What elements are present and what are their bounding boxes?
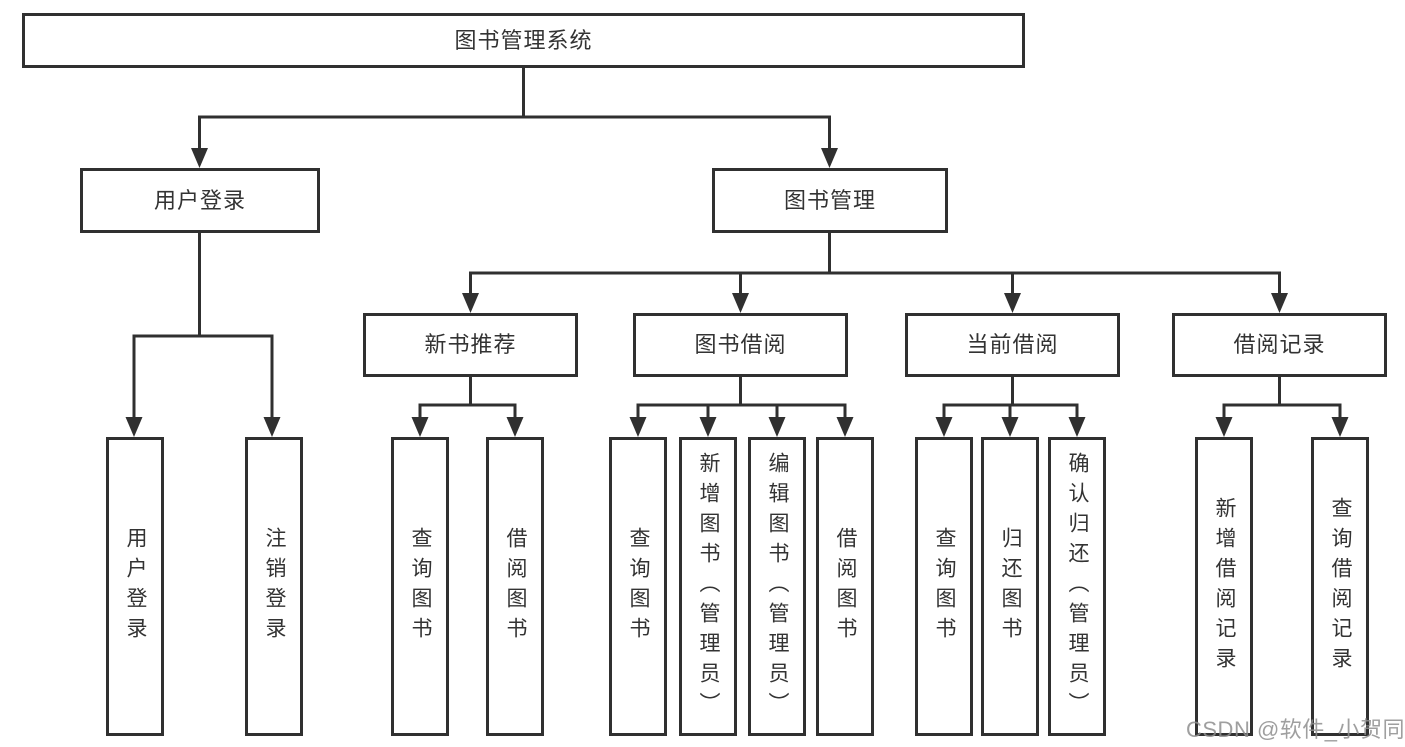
- arrowhead-icon: [629, 417, 647, 437]
- arrowhead-icon: [1004, 293, 1021, 313]
- arrowhead-icon: [935, 417, 953, 437]
- node-book-management: 图书管理: [712, 168, 948, 233]
- leaf-current-confirm-return: 确认归还（管理员）: [1048, 437, 1106, 736]
- leaf-record-query: 查询借阅记录: [1311, 437, 1369, 736]
- arrowhead-icon: [1215, 417, 1233, 437]
- node-new-book-recommend: 新书推荐: [363, 313, 578, 377]
- arrowhead-icon: [699, 417, 717, 437]
- arrowhead-icon: [263, 417, 281, 437]
- leaf-borrow-query-book: 查询图书: [609, 437, 667, 736]
- arrowhead-icon: [1001, 417, 1019, 437]
- arrowhead-icon: [836, 417, 854, 437]
- arrowhead-icon: [506, 417, 524, 437]
- leaf-user-login: 用户登录: [106, 437, 164, 736]
- leaf-borrow-borrow-book: 借阅图书: [816, 437, 874, 736]
- arrowhead-icon: [1068, 417, 1086, 437]
- node-book-borrow: 图书借阅: [633, 313, 848, 377]
- arrowhead-icon: [768, 417, 786, 437]
- arrowhead-icon: [732, 293, 749, 313]
- arrowhead-icon: [1271, 293, 1288, 313]
- leaf-current-query-book: 查询图书: [915, 437, 973, 736]
- leaf-borrow-edit-book: 编辑图书（管理员）: [748, 437, 806, 736]
- node-user-login: 用户登录: [80, 168, 320, 233]
- leaf-recommend-query-book: 查询图书: [391, 437, 449, 736]
- leaf-logout: 注销登录: [245, 437, 303, 736]
- node-root: 图书管理系统: [22, 13, 1025, 68]
- leaf-current-return-book: 归还图书: [981, 437, 1039, 736]
- arrowhead-icon: [125, 417, 143, 437]
- arrowhead-icon: [821, 148, 838, 168]
- arrowhead-icon: [462, 293, 479, 313]
- arrowhead-icon: [1331, 417, 1349, 437]
- node-current-borrow: 当前借阅: [905, 313, 1120, 377]
- watermark: CSDN @软件_小贺同学: [1186, 717, 1405, 742]
- leaf-borrow-add-book: 新增图书（管理员）: [679, 437, 737, 736]
- leaf-recommend-borrow-book: 借阅图书: [486, 437, 544, 736]
- node-borrow-record: 借阅记录: [1172, 313, 1387, 377]
- arrowhead-icon: [411, 417, 429, 437]
- arrowhead-icon: [191, 148, 208, 168]
- leaf-record-add: 新增借阅记录: [1195, 437, 1253, 736]
